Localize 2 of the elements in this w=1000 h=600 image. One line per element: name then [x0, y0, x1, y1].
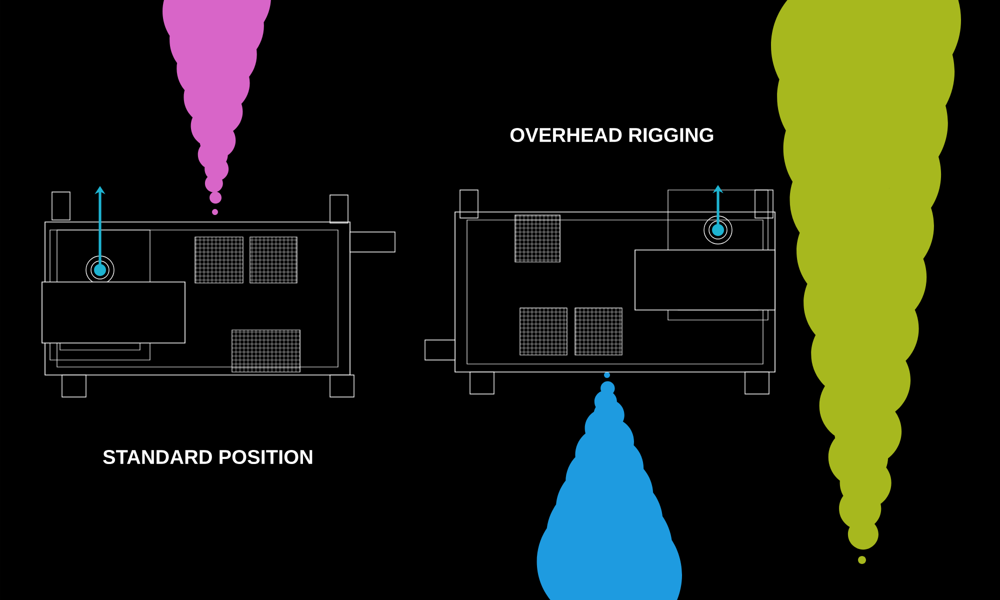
caption-label: OVERHEAD RIGGING — [510, 128, 714, 142]
caption-label: STANDARD POSITION — [103, 450, 312, 464]
